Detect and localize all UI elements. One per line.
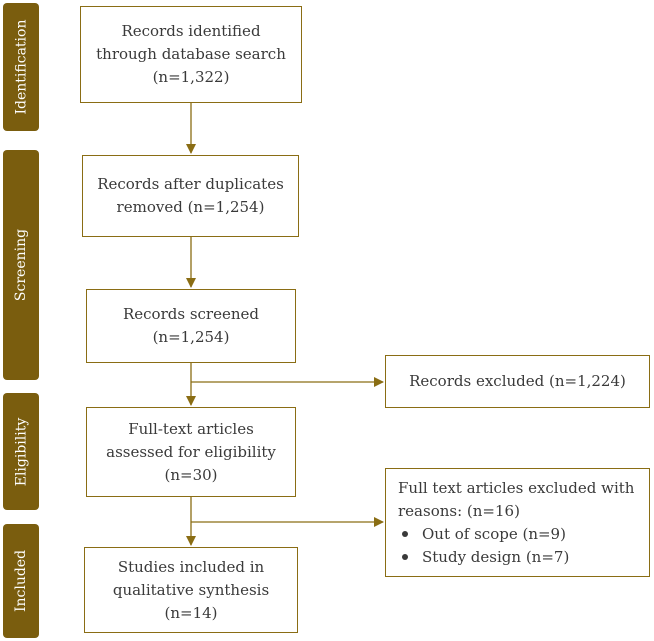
box-text: (n=1,254) — [152, 328, 230, 346]
exclusion-reason: Out of scope (n=9) — [398, 523, 569, 546]
box-records-excluded: Records excluded (n=1,224) — [385, 355, 650, 408]
phase-eligibility: Eligibility — [3, 393, 39, 510]
box-text: Records identified — [121, 22, 261, 40]
box-after-duplicates: Records after duplicates removed (n=1,25… — [82, 155, 299, 237]
exclusion-reason: Study design (n=7) — [398, 546, 569, 569]
reason-text: Study design (n=7) — [422, 547, 570, 566]
box-text: Full-text articles — [128, 419, 254, 438]
box-full-text-assessed: Full-text articles assessed for eligibil… — [86, 407, 296, 497]
exclusion-reasons-list: Out of scope (n=9) Study design (n=7) — [398, 523, 569, 569]
box-records-screened: Records screened (n=1,254) — [86, 289, 296, 363]
box-text: through database search — [96, 45, 286, 63]
box-text: reasons: (n=16) — [398, 501, 520, 520]
box-text: removed (n=1,254) — [116, 198, 265, 216]
bullet-icon — [402, 531, 408, 537]
box-full-text-excluded: Full text articles excluded with reasons… — [385, 468, 650, 577]
box-text: Records after duplicates — [97, 175, 284, 193]
box-records-identified: Records identified through database sear… — [80, 6, 302, 103]
box-text: qualitative synthesis — [112, 580, 270, 599]
phase-screening: Screening — [3, 150, 39, 380]
bullet-icon — [402, 554, 408, 560]
box-text: (n=30) — [164, 465, 218, 484]
box-text: Studies included in — [117, 557, 265, 576]
box-text: Records excluded (n=1,224) — [409, 372, 626, 390]
phase-included: Included — [3, 524, 39, 638]
box-text: (n=14) — [164, 603, 218, 622]
box-text: assessed for eligibility — [106, 442, 276, 461]
reason-text: Out of scope (n=9) — [422, 524, 566, 543]
box-text: (n=1,322) — [152, 68, 230, 86]
box-text: Full text articles excluded with — [398, 478, 635, 497]
box-studies-included: Studies included in qualitative synthesi… — [84, 547, 298, 633]
box-text: Records screened — [122, 305, 259, 323]
phase-identification: Identification — [3, 3, 39, 131]
